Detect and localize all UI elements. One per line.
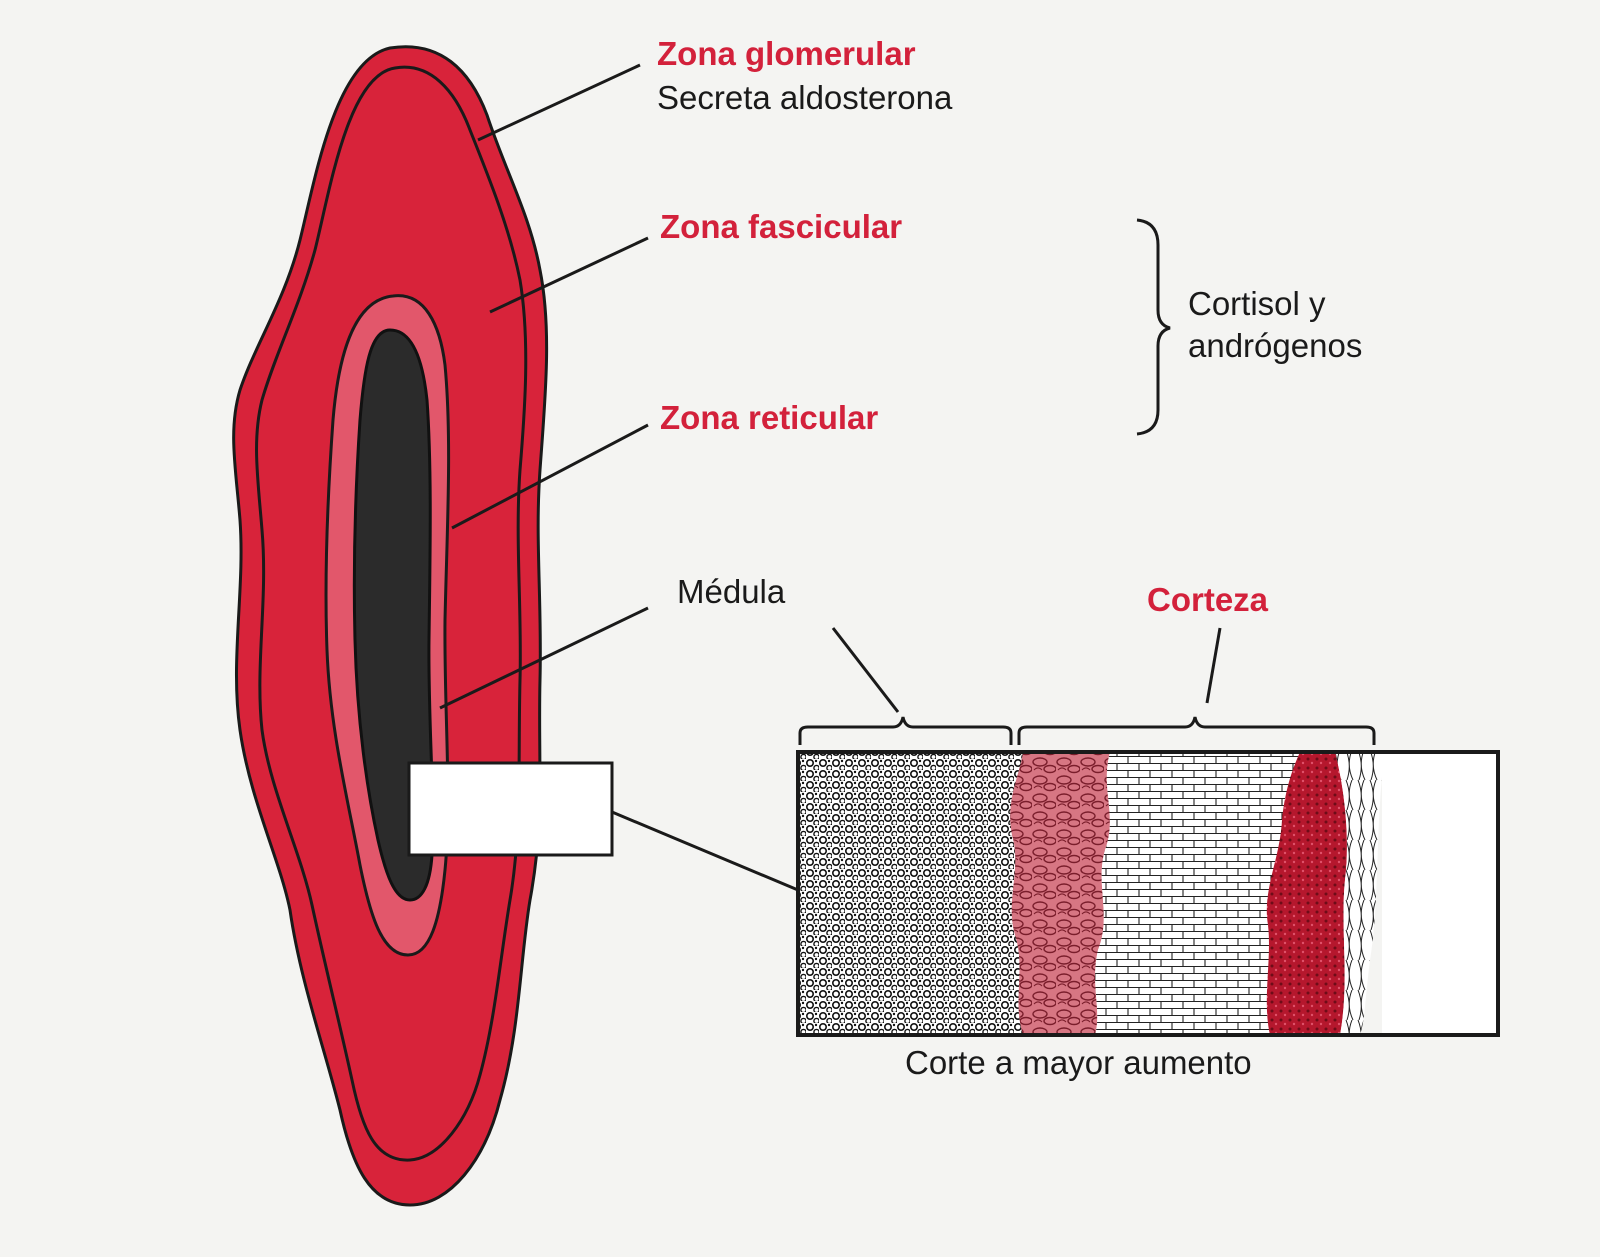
- inset-frame: [796, 750, 1500, 1037]
- inset-fascicular-texture: [1095, 752, 1300, 1035]
- medulla-region: [352, 328, 435, 902]
- leader-medula: [439, 606, 649, 710]
- label-cortisol: Cortisol y: [1188, 285, 1326, 322]
- medula-bracket: [798, 716, 1013, 745]
- sample-window: [407, 761, 614, 857]
- hormone-bracket: [1136, 218, 1171, 436]
- leader-zona-glomerular: [477, 63, 641, 142]
- label-zona-glomerular: Zona glomerular: [657, 35, 916, 72]
- inset-glomerular-texture: [1266, 752, 1347, 1035]
- label-secreta-aldosterona: Secreta aldosterona: [657, 79, 953, 116]
- inset-capsule-texture: [1335, 752, 1385, 1035]
- label-zona-fascicular: Zona fascicular: [660, 208, 903, 245]
- label-androgenos: andrógenos: [1188, 327, 1363, 364]
- glomerular-fascicular-boundary: [255, 65, 528, 1162]
- label-corteza: Corteza: [1147, 581, 1269, 618]
- inset-reticular-texture: [1010, 752, 1110, 1035]
- label-medula: Médula: [677, 573, 786, 610]
- inset-medulla-texture: [798, 752, 1023, 1035]
- leader-inset-corteza: [1205, 627, 1222, 704]
- leader-zona-fascicular: [489, 236, 649, 314]
- leader-inset-medula: [831, 627, 900, 713]
- label-zona-reticular: Zona reticular: [660, 399, 879, 436]
- leader-zona-reticular: [451, 423, 649, 530]
- inset-caption: Corte a mayor aumento: [905, 1044, 1252, 1081]
- corteza-bracket: [1017, 716, 1376, 745]
